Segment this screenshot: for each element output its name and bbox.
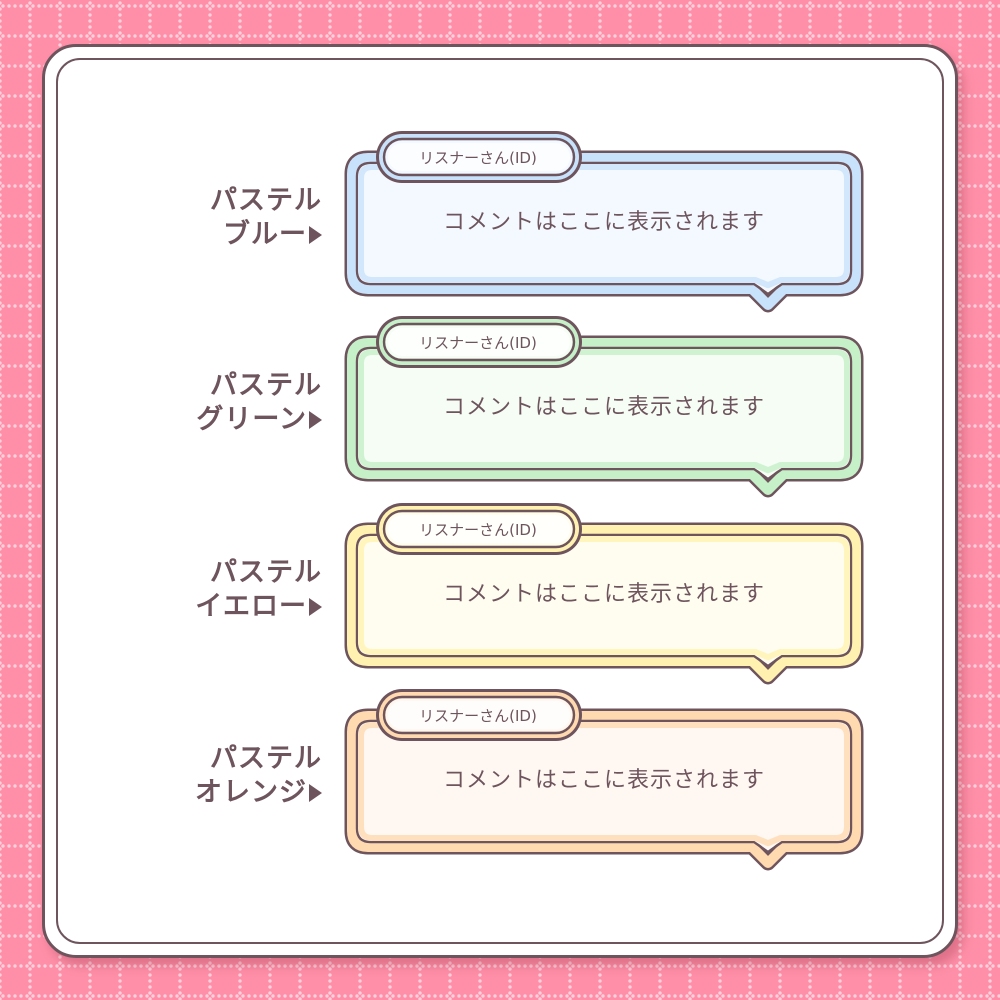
bubble-row-1: パステル ブルー リスナーさん(ID) コメントはここに表示されます	[0, 128, 1000, 318]
comment-bubble	[344, 689, 864, 871]
color-label: パステル ブルー	[210, 184, 322, 252]
color-label-line2: イエロー	[195, 590, 322, 624]
listener-id-tag: リスナーさん(ID)	[419, 149, 537, 167]
color-label: パステル グリーン	[196, 369, 322, 437]
comment-bubble	[344, 131, 864, 313]
bubble-row-3: パステル イエロー リスナーさん(ID) コメントはここに表示されます	[0, 500, 1000, 690]
comment-text: コメントはここに表示されます	[442, 395, 765, 420]
color-label-line2: ブルー	[210, 218, 322, 252]
arrow-right-icon	[309, 226, 322, 244]
listener-id-tag: リスナーさん(ID)	[419, 707, 537, 725]
color-label-line1: パステル	[210, 743, 322, 774]
color-label-line2: オレンジ	[195, 776, 322, 810]
comment-text: コメントはここに表示されます	[442, 210, 765, 235]
color-label-line1: パステル	[210, 370, 322, 401]
comment-text: コメントはここに表示されます	[442, 768, 765, 793]
comment-text: コメントはここに表示されます	[442, 582, 765, 607]
color-label-line2: グリーン	[196, 403, 322, 437]
color-label: パステル オレンジ	[195, 742, 322, 810]
arrow-right-icon	[309, 784, 322, 802]
arrow-right-icon	[309, 411, 322, 429]
bubble-row-2: パステル グリーン リスナーさん(ID) コメントはここに表示されます	[0, 313, 1000, 503]
comment-bubble	[344, 316, 864, 498]
arrow-right-icon	[309, 598, 322, 616]
color-label-line1: パステル	[210, 185, 322, 216]
bubble-row-4: パステル オレンジ リスナーさん(ID) コメントはここに表示されます	[0, 686, 1000, 876]
color-label: パステル イエロー	[195, 556, 322, 624]
comment-bubble	[344, 503, 864, 685]
color-label-line1: パステル	[210, 557, 322, 588]
listener-id-tag: リスナーさん(ID)	[419, 521, 537, 539]
listener-id-tag: リスナーさん(ID)	[419, 334, 537, 352]
